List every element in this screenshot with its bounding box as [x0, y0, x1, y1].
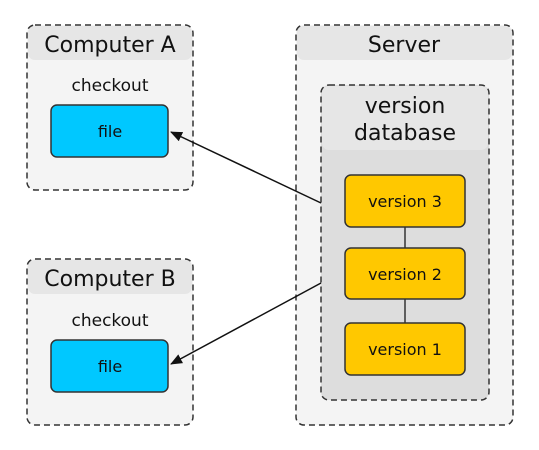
version-3-node [344, 174, 466, 228]
version-2-label: version 2 [368, 265, 442, 284]
arrow-version2-to-computer-b [170, 282, 322, 365]
computer-b-group: Computer B checkout file [26, 258, 194, 426]
version-1-label: version 1 [368, 340, 442, 359]
computer-b-header [28, 260, 192, 294]
version-3-label: version 3 [368, 192, 442, 211]
computer-b-file-label: file [98, 357, 122, 376]
computer-b-checkout-label: checkout [71, 311, 148, 331]
version-1-node [344, 322, 466, 376]
computer-a-title: Computer A [44, 33, 175, 58]
computer-a-group: Computer A checkout file [26, 24, 194, 191]
computer-b-file-node [50, 339, 169, 393]
computer-a-checkout-label: checkout [71, 76, 148, 96]
version-database-title-line1: version [365, 94, 446, 119]
computer-b-title: Computer B [44, 267, 175, 292]
computer-a-file-node [50, 104, 169, 158]
server-title: Server [368, 33, 441, 58]
version-database-header [322, 86, 488, 150]
computer-a-header [28, 26, 192, 60]
computer-a-file-label: file [98, 122, 122, 141]
version-database-title-line2: database [354, 121, 456, 146]
arrow-version3-to-computer-a [170, 131, 322, 204]
server-header [297, 26, 512, 60]
server-group: Server version database version 3 versio… [295, 24, 514, 426]
version-2-node [344, 247, 466, 300]
